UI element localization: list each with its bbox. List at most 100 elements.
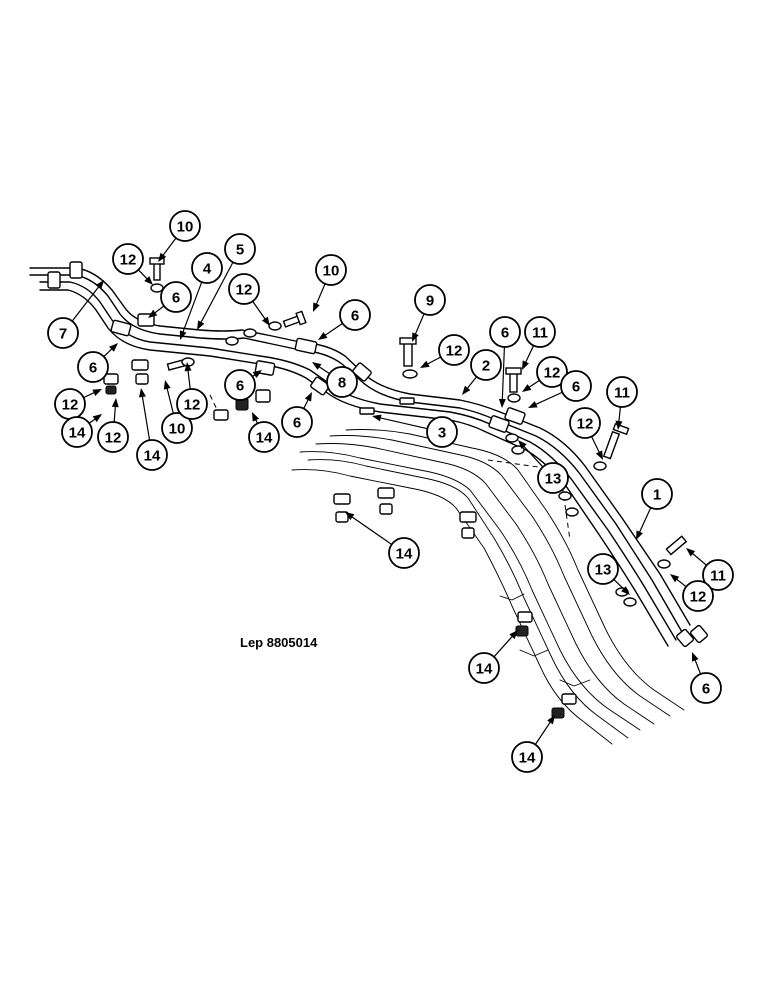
callout-leader-14 bbox=[141, 394, 151, 441]
callout-12: 12 bbox=[97, 421, 129, 453]
callout-circle bbox=[176, 388, 208, 420]
callout-circle bbox=[690, 672, 722, 704]
callout-arrowhead-6 bbox=[528, 401, 538, 408]
callout-label: 11 bbox=[532, 325, 548, 342]
callout-circle bbox=[191, 252, 223, 284]
callout-arrowhead-10 bbox=[163, 380, 171, 390]
callout-circle bbox=[438, 334, 470, 366]
callout-circle bbox=[61, 416, 93, 448]
callout-arrowhead-7 bbox=[95, 280, 104, 290]
callout-arrowhead-4 bbox=[179, 330, 187, 340]
callout-13: 13 bbox=[587, 553, 619, 585]
callout-3: 3 bbox=[426, 416, 458, 448]
callout-label: 12 bbox=[690, 589, 707, 606]
callout-leader-13 bbox=[522, 444, 544, 468]
callout-circle bbox=[339, 299, 371, 331]
callout-circle bbox=[426, 416, 458, 448]
callout-label: 11 bbox=[614, 385, 630, 402]
callout-arrowhead-13 bbox=[518, 440, 527, 449]
callout-12: 12 bbox=[682, 580, 714, 612]
callout-6: 6 bbox=[160, 281, 192, 313]
callout-label: 6 bbox=[293, 415, 301, 432]
callout-14: 14 bbox=[468, 652, 500, 684]
callout-6: 6 bbox=[224, 369, 256, 401]
callout-leader-5 bbox=[199, 261, 234, 325]
callout-12: 12 bbox=[536, 356, 568, 388]
callout-leader-6 bbox=[323, 322, 343, 337]
callout-14: 14 bbox=[136, 439, 168, 471]
callout-arrowhead-11 bbox=[615, 420, 623, 430]
callout-arrowhead-10 bbox=[158, 252, 167, 262]
callout-arrowhead-12 bbox=[670, 574, 680, 583]
callout-12: 12 bbox=[569, 407, 601, 439]
callout-label: 10 bbox=[323, 263, 340, 280]
callout-label: 12 bbox=[105, 430, 122, 447]
callout-arrowhead-5 bbox=[197, 320, 205, 330]
callout-label: 11 bbox=[710, 568, 726, 585]
callout-label: 13 bbox=[545, 471, 562, 488]
callout-arrowhead-12 bbox=[261, 316, 270, 326]
callout-13: 13 bbox=[537, 462, 569, 494]
callout-label: 10 bbox=[177, 219, 194, 236]
callout-circle bbox=[161, 412, 193, 444]
callout-12: 12 bbox=[228, 273, 260, 305]
callout-label: 14 bbox=[144, 448, 161, 465]
bolts-and-washers bbox=[149, 257, 688, 607]
callout-leader-12 bbox=[83, 391, 96, 399]
callout-arrowhead-14 bbox=[252, 412, 260, 422]
callout-circle bbox=[641, 478, 673, 510]
callout-arrowhead-9 bbox=[412, 332, 419, 342]
callout-10: 10 bbox=[169, 210, 201, 242]
callout-leader-14 bbox=[350, 515, 393, 545]
callout-leader-12 bbox=[591, 436, 601, 454]
callout-leader-7 bbox=[71, 285, 101, 322]
callout-label: 6 bbox=[572, 379, 580, 396]
callout-9: 9 bbox=[414, 284, 446, 316]
callout-circle bbox=[414, 284, 446, 316]
callout-leader-6 bbox=[534, 391, 563, 406]
callout-leader-6 bbox=[153, 305, 165, 315]
callout-label: 14 bbox=[256, 430, 273, 447]
callout-4: 4 bbox=[191, 252, 223, 284]
callout-arrowhead-6 bbox=[148, 309, 158, 318]
callout-arrowhead-11 bbox=[686, 548, 696, 557]
callout-arrowhead-6 bbox=[692, 652, 699, 662]
callout-leader-13 bbox=[613, 578, 626, 591]
callout-label: 12 bbox=[577, 416, 594, 433]
callout-11: 11 bbox=[524, 316, 556, 348]
callout-label: 12 bbox=[120, 252, 137, 269]
callout-leader-14 bbox=[534, 720, 552, 745]
callout-label: 6 bbox=[236, 378, 244, 395]
callout-arrowhead-12 bbox=[144, 276, 153, 285]
callout-circle bbox=[587, 553, 619, 585]
callout-label: 7 bbox=[59, 326, 67, 343]
callout-leader-6 bbox=[693, 658, 702, 675]
callout-leader-8 bbox=[317, 365, 330, 375]
callout-label: 5 bbox=[236, 242, 244, 259]
callout-label: 14 bbox=[476, 661, 493, 678]
callout-6: 6 bbox=[339, 299, 371, 331]
callout-circle bbox=[112, 243, 144, 275]
callout-14: 14 bbox=[511, 741, 543, 773]
callout-11: 11 bbox=[702, 559, 734, 591]
callout-circle bbox=[224, 233, 256, 265]
callout-circle bbox=[160, 281, 192, 313]
clamp-nuts bbox=[103, 359, 577, 719]
callout-leader-11 bbox=[690, 552, 707, 566]
callout-5: 5 bbox=[224, 233, 256, 265]
callout-circle bbox=[489, 316, 521, 348]
callout-arrowhead-6 bbox=[304, 392, 312, 402]
callout-12: 12 bbox=[438, 334, 470, 366]
callout-leader-12 bbox=[425, 356, 442, 366]
callout-label: 8 bbox=[338, 375, 346, 392]
callout-8: 8 bbox=[326, 366, 358, 398]
callout-label: 2 bbox=[482, 358, 490, 375]
callout-14: 14 bbox=[248, 421, 280, 453]
callout-leader-12 bbox=[113, 404, 117, 423]
callout-label: 3 bbox=[438, 425, 446, 442]
callout-circle bbox=[315, 254, 347, 286]
callout-circle bbox=[47, 317, 79, 349]
callout-arrowhead-14 bbox=[547, 715, 555, 725]
callout-label: 9 bbox=[426, 293, 434, 310]
callout-arrowhead-14 bbox=[345, 512, 355, 521]
